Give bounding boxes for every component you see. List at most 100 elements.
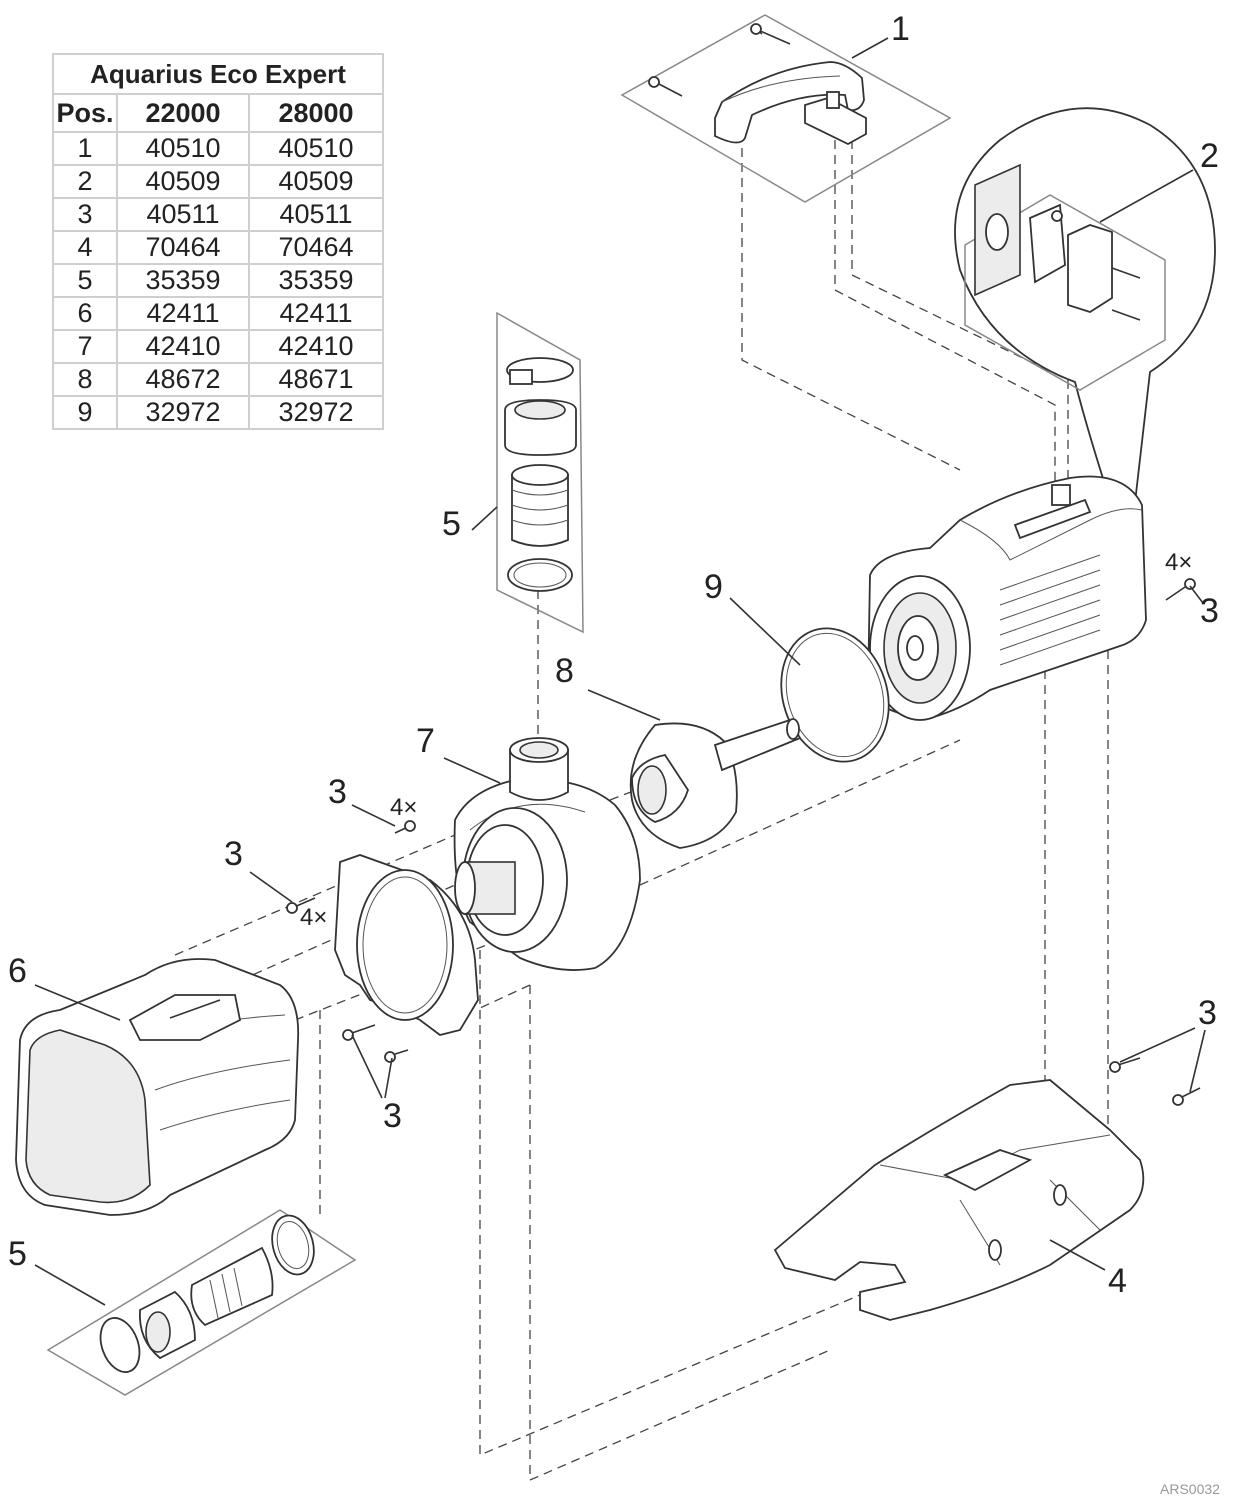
oring bbox=[780, 627, 890, 763]
hose-bottom-frame bbox=[46, 1209, 357, 1396]
handle-frame bbox=[620, 14, 952, 203]
row-pos: 8 bbox=[52, 362, 118, 397]
table-title-row: Aquarius Eco Expert bbox=[52, 53, 384, 95]
row-pos: 6 bbox=[52, 296, 118, 331]
seal-ring-bottom bbox=[271, 1214, 315, 1276]
filter-front-grille bbox=[25, 1029, 151, 1204]
row-part-b: 40509 bbox=[248, 164, 384, 199]
row-pos: 7 bbox=[52, 329, 118, 364]
motor-group bbox=[867, 475, 1196, 721]
row-pos: 2 bbox=[52, 164, 118, 199]
plate-screw-a bbox=[351, 1024, 376, 1034]
handle-group bbox=[620, 14, 952, 203]
qty-housing-screws-top: 4× bbox=[390, 794, 417, 821]
row-pos: 5 bbox=[52, 263, 118, 298]
row-part-a: 40511 bbox=[116, 197, 250, 232]
callout-filter: 6 bbox=[8, 952, 27, 990]
callout-impeller: 8 bbox=[555, 652, 574, 690]
callout-base: 4 bbox=[1108, 1262, 1127, 1300]
row-part-a: 40509 bbox=[116, 164, 250, 199]
callout-screw-motor: 3 bbox=[1200, 592, 1219, 630]
row-part-b: 48671 bbox=[248, 362, 384, 397]
callout-pump-housing: 7 bbox=[416, 722, 435, 760]
drawing-code: ARS0032 bbox=[1160, 1481, 1220, 1497]
pump-base bbox=[773, 1079, 1145, 1321]
hose-top-group bbox=[496, 311, 584, 634]
row-part-b: 42410 bbox=[248, 329, 384, 364]
row-part-a: 70464 bbox=[116, 230, 250, 265]
callout-switch: 2 bbox=[1200, 137, 1219, 175]
seal-ring-top bbox=[507, 558, 573, 592]
leader-lines bbox=[34, 37, 1206, 1306]
qty-housing-screws-left: 4× bbox=[300, 904, 327, 931]
base-screw-a bbox=[1117, 1057, 1141, 1066]
base-screw-b bbox=[1179, 1087, 1201, 1099]
row-part-b: 40511 bbox=[248, 197, 384, 232]
callouts: 1 2 3 4× 5 9 8 7 3 4× 3 4× 6 3 3 4 5 ARS… bbox=[8, 10, 1220, 1497]
qty-motor-screws: 4× bbox=[1165, 549, 1192, 576]
row-pos: 1 bbox=[52, 131, 118, 166]
hose-top-frame bbox=[496, 311, 584, 634]
row-part-b: 32972 bbox=[248, 395, 384, 430]
table-title: Aquarius Eco Expert bbox=[52, 53, 384, 95]
handle-screw-left bbox=[656, 82, 683, 97]
callout-hose-top: 5 bbox=[442, 505, 461, 543]
hose-bottom-group bbox=[46, 1209, 357, 1396]
filter-group bbox=[15, 958, 300, 1216]
handle-latch-pin bbox=[826, 91, 840, 109]
callout-handle: 1 bbox=[891, 10, 910, 48]
row-part-b: 70464 bbox=[248, 230, 384, 265]
hose-clamp-bottom bbox=[99, 1317, 141, 1373]
callout-screw-housing-left: 3 bbox=[224, 835, 243, 873]
row-pos: 3 bbox=[52, 197, 118, 232]
callout-hose-bottom: 5 bbox=[8, 1235, 27, 1273]
header-pos: Pos. bbox=[52, 93, 118, 133]
impeller-shaft bbox=[713, 718, 802, 772]
base-window bbox=[942, 1149, 1033, 1192]
housing-top-outlet bbox=[509, 749, 569, 801]
pump-housing-group bbox=[453, 737, 641, 971]
row-part-b: 40510 bbox=[248, 131, 384, 166]
callout-oring: 9 bbox=[704, 568, 723, 606]
switch-group bbox=[954, 107, 1216, 527]
motor-screw bbox=[1165, 584, 1189, 601]
callout-screw-base: 3 bbox=[1198, 994, 1217, 1032]
handle bbox=[714, 61, 865, 144]
front-plate-group bbox=[286, 820, 479, 1063]
callout-screw-plate: 3 bbox=[383, 1097, 402, 1135]
impeller-group bbox=[629, 718, 802, 849]
filter-top-panel bbox=[128, 994, 242, 1041]
header-model-b: 28000 bbox=[248, 93, 384, 133]
row-part-a: 48672 bbox=[116, 362, 250, 397]
row-part-a: 40510 bbox=[116, 131, 250, 166]
row-pos: 4 bbox=[52, 230, 118, 265]
table-header-row: Pos. 22000 28000 bbox=[52, 93, 384, 133]
switch-detail-circle bbox=[954, 107, 1216, 527]
switch-block bbox=[1067, 224, 1113, 313]
motor-switch-slot bbox=[1013, 498, 1092, 540]
row-part-b: 35359 bbox=[248, 263, 384, 298]
header-model-a: 22000 bbox=[116, 93, 250, 133]
switch-gasket bbox=[1029, 203, 1066, 284]
row-part-a: 42411 bbox=[116, 296, 250, 331]
hose-tail-bottom bbox=[190, 1246, 274, 1327]
row-part-a: 32972 bbox=[116, 395, 250, 430]
switch-frame bbox=[964, 194, 1166, 391]
oring-group bbox=[780, 627, 890, 763]
row-pos: 9 bbox=[52, 395, 118, 430]
callout-screw-housing-top: 3 bbox=[328, 773, 347, 811]
row-part-b: 42411 bbox=[248, 296, 384, 331]
row-part-a: 42410 bbox=[116, 329, 250, 364]
row-part-a: 35359 bbox=[116, 263, 250, 298]
base-group bbox=[773, 1057, 1201, 1321]
